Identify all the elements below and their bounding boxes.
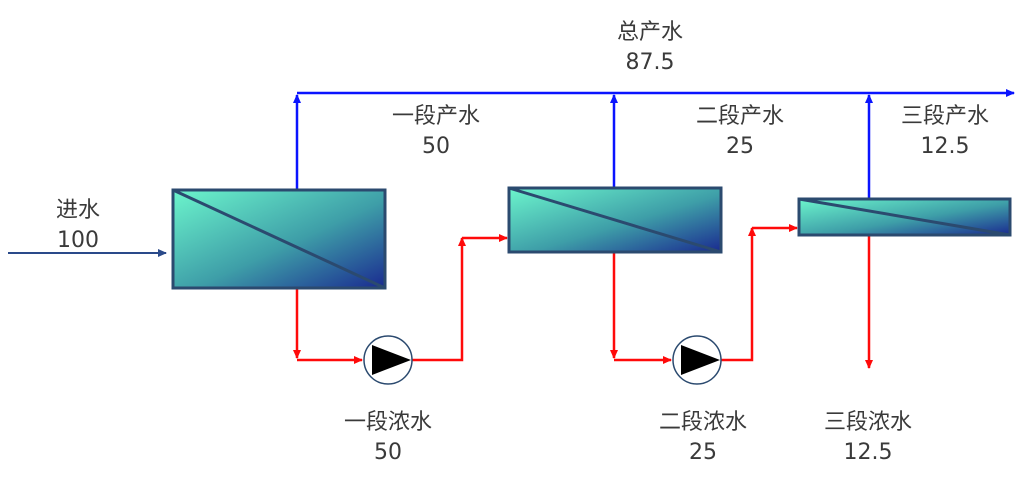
membrane-module-stage2 xyxy=(507,186,723,254)
membrane-module-stage3 xyxy=(797,197,1012,237)
membrane-module-stage1 xyxy=(171,188,387,290)
pump-icon xyxy=(363,335,413,385)
pump1-to-stage2-line xyxy=(412,237,466,362)
pump2-to-stage3-line xyxy=(721,227,756,362)
pump-icon xyxy=(672,335,722,385)
